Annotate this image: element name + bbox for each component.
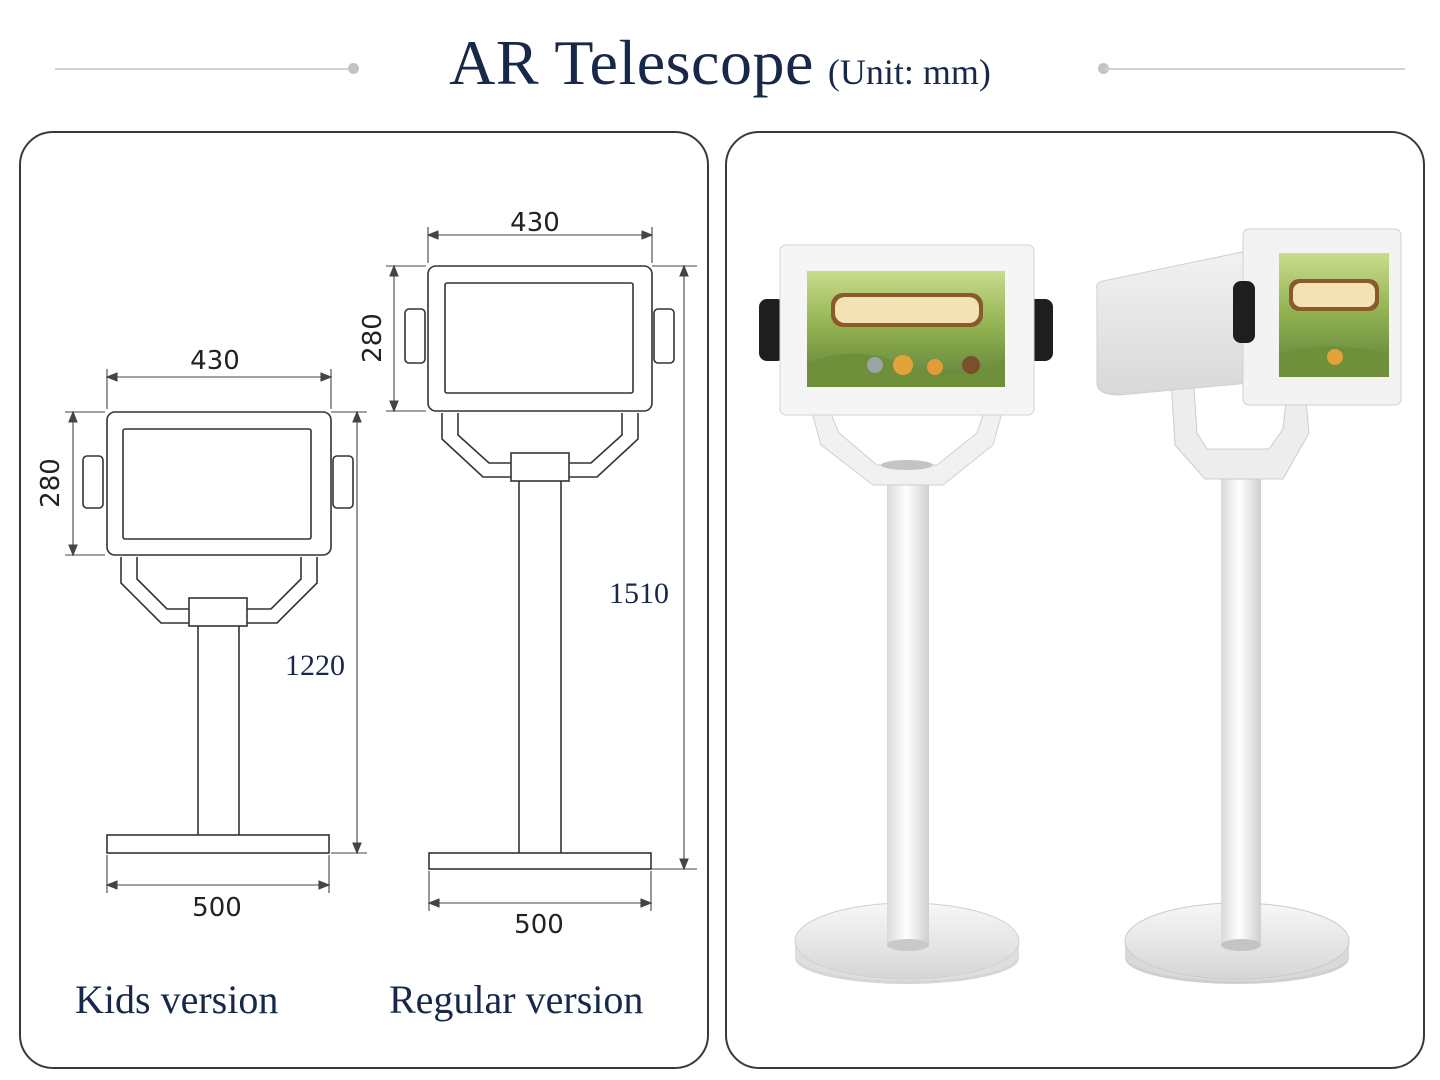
regular-width-label: 430	[510, 208, 560, 238]
page-title: AR Telescope (Unit: mm)	[0, 26, 1440, 100]
telescope-side-view	[1096, 228, 1402, 984]
regular-telescope-drawing	[404, 265, 675, 870]
header-dot-right	[1098, 63, 1109, 74]
regular-height-label: 280	[358, 313, 388, 363]
telescope-front-view	[759, 244, 1053, 984]
kids-version-caption: Kids version	[75, 977, 279, 1022]
kids-total-height-label: 1220	[285, 649, 345, 682]
product-photo-panel	[725, 131, 1425, 1069]
title-text: AR Telescope	[449, 27, 814, 98]
regular-total-height-label: 1510	[609, 577, 669, 610]
kids-width-label: 430	[190, 346, 240, 376]
header-divider-right	[1105, 68, 1405, 70]
header-divider-left	[55, 68, 353, 70]
regular-version-caption: Regular version	[389, 977, 644, 1022]
kids-base-label: 500	[192, 893, 242, 923]
dimension-drawings-panel: 430 280 1220 500 430 280 1510 500 Kids v…	[19, 131, 709, 1069]
regular-base-label: 500	[514, 910, 564, 940]
kids-height-label: 280	[36, 458, 66, 508]
unit-text: (Unit: mm)	[827, 52, 991, 92]
header-dot-left	[348, 63, 359, 74]
kids-telescope-drawing	[82, 411, 354, 854]
dimension-lines	[65, 227, 697, 911]
dimension-drawings-svg: 430 280 1220 500 430 280 1510 500	[36, 208, 697, 940]
product-illustration-svg	[759, 228, 1402, 984]
